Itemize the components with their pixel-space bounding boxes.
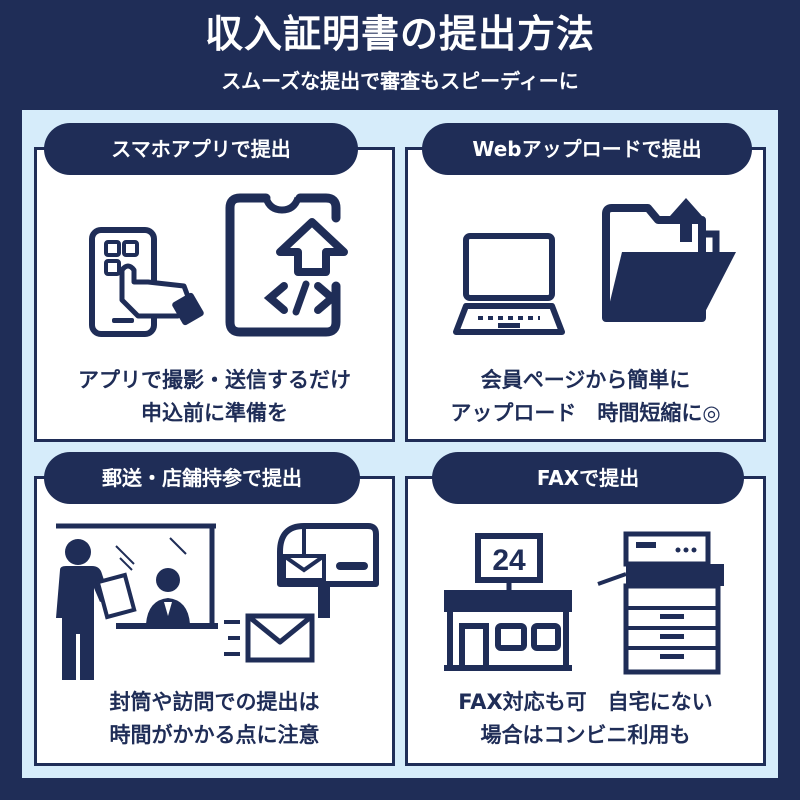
method-label-mail: 郵送・店舗持参で提出 xyxy=(44,452,360,504)
store-sign-text: 24 xyxy=(492,544,526,577)
method-desc-app-line2: 申込前に準備を xyxy=(141,401,288,425)
smartphone-tap-icon xyxy=(89,227,204,337)
method-desc-mail-line2: 時間がかかる点に注意 xyxy=(109,723,320,747)
method-card-fax xyxy=(405,476,766,766)
method-label-fax: FAXで提出 xyxy=(432,452,744,504)
method-label-app: スマホアプリで提出 xyxy=(44,123,358,175)
method-label-web: Webアップロードで提出 xyxy=(422,123,752,175)
phone-upload-code-icon xyxy=(225,193,348,337)
convenience-store-24-icon: 24 xyxy=(444,533,572,671)
page-subtitle: スムーズな提出で審査もスピーディーに xyxy=(221,69,579,93)
store-counter-icon xyxy=(56,523,218,680)
fax-copier-icon xyxy=(597,531,724,675)
page-title: 収入証明書の提出方法 xyxy=(204,12,595,56)
method-desc-fax-line2: 場合はコンビニ利用も xyxy=(480,723,691,747)
method-desc-fax-line1: FAX対応も可 自宅にない xyxy=(458,690,713,714)
mailbox-icon xyxy=(277,523,379,618)
method-desc-web-line2: アップロード 時間短縮に◎ xyxy=(450,401,721,425)
envelope-icon xyxy=(224,613,315,663)
laptop-icon xyxy=(453,233,565,335)
method-desc-mail-line1: 封筒や訪問での提出は xyxy=(109,690,320,714)
folder-upload-icon xyxy=(602,198,736,322)
method-desc-web-line1: 会員ページから簡単に xyxy=(480,368,691,392)
method-desc-app-line1: アプリで撮影・送信するだけ xyxy=(78,368,351,392)
